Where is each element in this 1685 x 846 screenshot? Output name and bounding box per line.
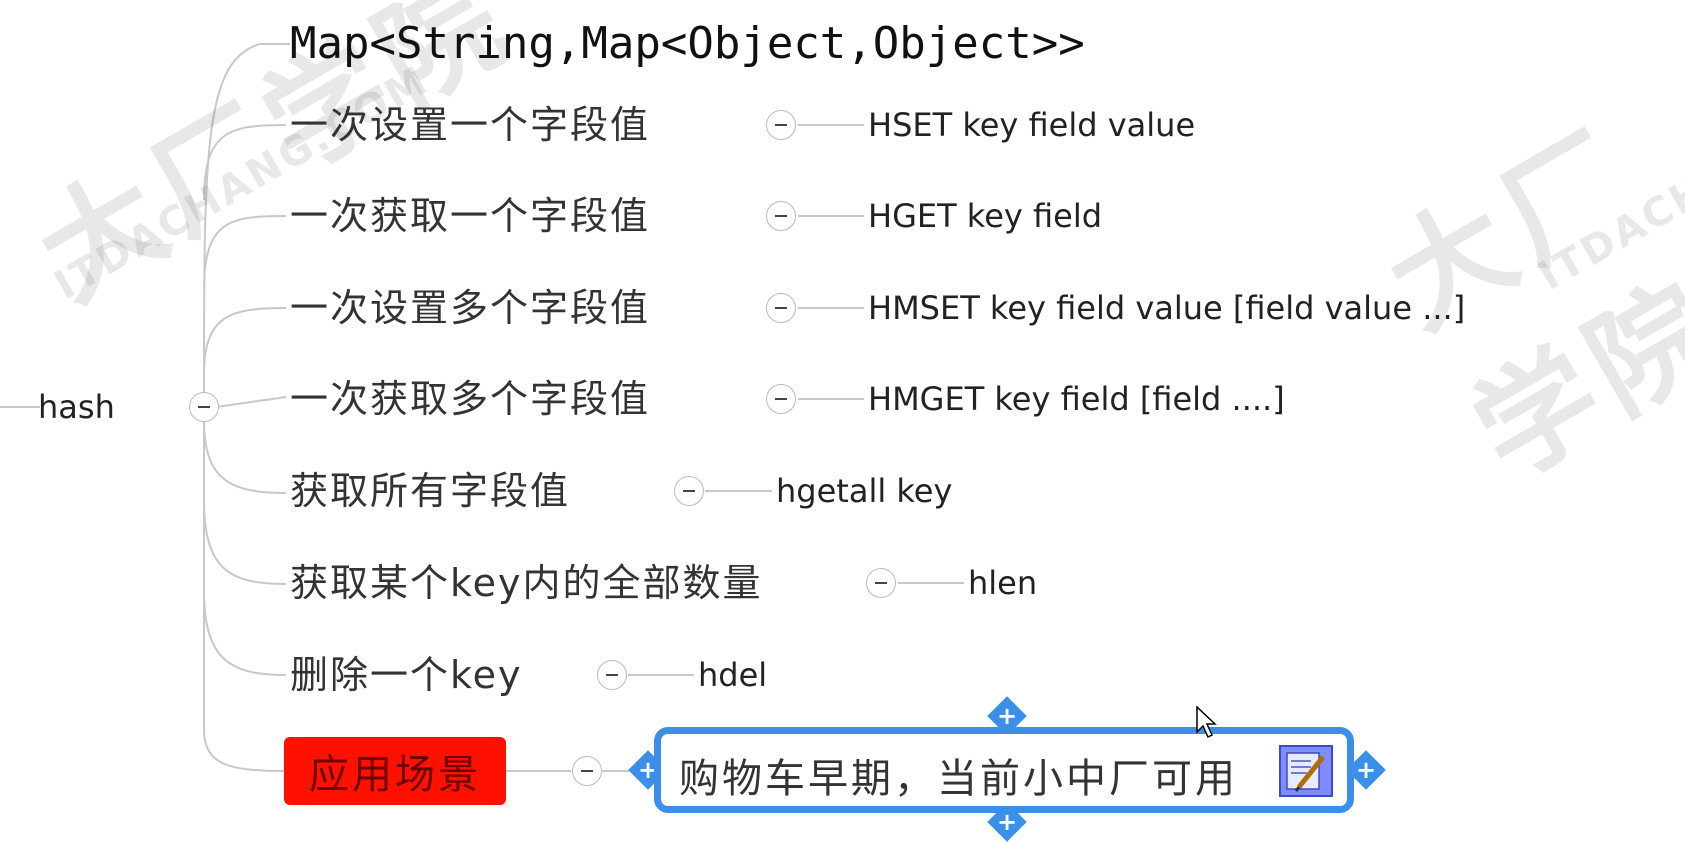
- collapse-row-hmset[interactable]: [766, 293, 796, 323]
- collapse-row-hgetall[interactable]: [674, 476, 704, 506]
- collapse-row-hset[interactable]: [766, 110, 796, 140]
- row-label-hdel[interactable]: 删除一个key: [290, 653, 523, 697]
- row-label-hmset[interactable]: 一次设置多个字段值: [290, 286, 651, 330]
- minus-circle-icon: [775, 398, 787, 400]
- row-label-hget[interactable]: 一次获取一个字段值: [290, 194, 651, 238]
- row-command-hlen[interactable]: hlen: [968, 564, 1038, 602]
- row-command-hmset[interactable]: HMSET key field value [field value ...]: [868, 289, 1466, 327]
- minus-circle-icon: [198, 406, 210, 408]
- row-label-hset[interactable]: 一次设置一个字段值: [290, 103, 651, 147]
- collapse-row-hmget[interactable]: [766, 384, 796, 414]
- row-command-hset[interactable]: HSET key field value: [868, 106, 1196, 144]
- row-command-hget[interactable]: HGET key field: [868, 197, 1103, 235]
- collapse-hash-toggle[interactable]: [189, 392, 219, 422]
- scenario-value-node-selected[interactable]: 购物车早期，当前小中厂可用: [654, 727, 1354, 813]
- collapse-row-hget[interactable]: [766, 201, 796, 231]
- collapse-row-hlen[interactable]: [866, 568, 896, 598]
- collapse-scenario[interactable]: [572, 756, 602, 786]
- scenario-value-text: 购物车早期，当前小中厂可用: [679, 756, 1238, 802]
- root-type-node[interactable]: Map<String,Map<Object,Object>>: [290, 18, 1085, 69]
- row-label-hmget[interactable]: 一次获取多个字段值: [290, 377, 651, 421]
- minus-circle-icon: [875, 582, 887, 584]
- row-label-hgetall[interactable]: 获取所有字段值: [290, 469, 571, 513]
- minus-circle-icon: [775, 215, 787, 217]
- minus-circle-icon: [683, 490, 695, 492]
- plus-icon: +: [996, 701, 1018, 730]
- minus-circle-icon: [606, 674, 618, 676]
- minus-circle-icon: [775, 307, 787, 309]
- collapse-row-hdel[interactable]: [597, 660, 627, 690]
- hash-node[interactable]: hash: [38, 388, 115, 426]
- row-command-hdel[interactable]: hdel: [698, 656, 768, 694]
- minus-circle-icon: [775, 124, 787, 126]
- minus-circle-icon: [581, 770, 593, 772]
- row-label-hlen[interactable]: 获取某个key内的全部数量: [290, 561, 763, 605]
- scenario-label: 应用场景: [309, 752, 481, 798]
- arrow-cursor-icon: [1196, 705, 1218, 744]
- row-command-hgetall[interactable]: hgetall key: [776, 472, 953, 510]
- row-command-hmget[interactable]: HMGET key field [field ....]: [868, 380, 1285, 418]
- plus-icon: +: [1355, 755, 1377, 784]
- note-pencil-icon[interactable]: [1279, 745, 1333, 797]
- scenario-node[interactable]: 应用场景: [284, 737, 506, 805]
